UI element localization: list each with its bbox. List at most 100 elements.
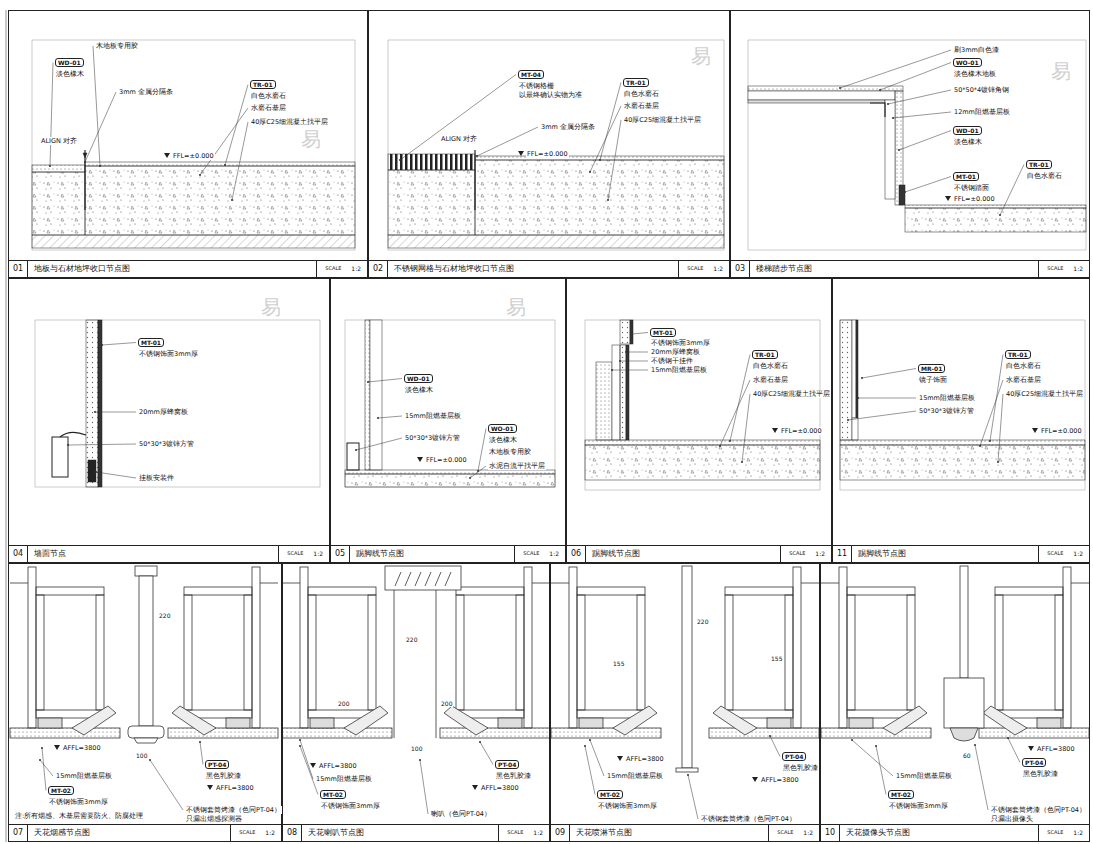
level-mark: FFL=±0.000 bbox=[526, 150, 569, 158]
level-mark: FFL=±0.000 bbox=[172, 152, 215, 160]
level-triangle bbox=[752, 777, 758, 782]
leader-dot bbox=[224, 164, 226, 166]
annotation: 3mm 金属分隔条 bbox=[118, 88, 174, 96]
leader-line bbox=[356, 438, 402, 450]
annotation: 不锈钢饰面3mm厚 bbox=[320, 802, 381, 810]
leader-line bbox=[893, 112, 951, 118]
leader-dot bbox=[625, 351, 627, 353]
leader-dot bbox=[898, 149, 900, 151]
level-triangle bbox=[472, 785, 478, 790]
annotation: 只漏出烟感探测器 bbox=[185, 815, 243, 823]
leader-line bbox=[96, 472, 136, 478]
detail-05-skirting bbox=[345, 320, 555, 487]
detail-title: 墙面节点 bbox=[28, 546, 278, 562]
title-bar: 10天花摄像头节点图SCALE1:2 bbox=[821, 824, 1089, 841]
title-bar: 03楼梯踏步节点图SCALE1:2 bbox=[731, 260, 1089, 277]
annotation: 木地板专用胶 bbox=[95, 42, 139, 50]
material-tag: PT-04 bbox=[495, 760, 519, 769]
detail-number: 07 bbox=[9, 825, 28, 841]
annotation: 黑色乳胶漆 bbox=[205, 772, 242, 780]
leader-line bbox=[880, 63, 951, 91]
leader-dot bbox=[299, 745, 301, 747]
level-mark: AFFL=3800 bbox=[318, 762, 358, 770]
detail-panel: 02不锈钢网格与石材地坪收口节点图SCALE1:2 bbox=[368, 10, 730, 278]
annotation: 不锈钢套筒烤漆（色同PT-04） bbox=[185, 806, 282, 814]
level-mark: AFFL=3800 bbox=[62, 744, 102, 752]
scale-ratio: 1:2 bbox=[815, 546, 831, 562]
annotation: 50*30*3镀锌方管 bbox=[404, 434, 461, 442]
leader-line bbox=[585, 746, 595, 795]
leader-line bbox=[742, 394, 750, 462]
material-tag: WD-01 bbox=[404, 374, 433, 383]
leader-line bbox=[620, 361, 648, 362]
annotation: 淡色橡木 bbox=[953, 138, 983, 146]
annotation: 黑色乳胶漆 bbox=[1022, 770, 1059, 778]
leader-line bbox=[1008, 738, 1020, 763]
detail-01-floor bbox=[32, 40, 355, 250]
scale-ratio: 1:2 bbox=[1073, 546, 1089, 562]
annotation: 水磨石基层 bbox=[752, 376, 789, 384]
detail-number: 01 bbox=[9, 261, 28, 277]
annotation: 不锈钢饰面3mm厚 bbox=[597, 802, 658, 810]
leader-dot bbox=[997, 461, 999, 463]
leader-line bbox=[720, 380, 750, 446]
leader-dot bbox=[847, 419, 849, 421]
title-bar: 08天花喇叭节点图SCALE1:2 bbox=[283, 824, 549, 841]
level-triangle bbox=[54, 745, 60, 750]
level-triangle bbox=[772, 428, 778, 433]
annotation: 白色水磨石 bbox=[623, 90, 660, 98]
annotation: 水泥自流平找平层 bbox=[488, 462, 546, 470]
level-mark: AFFL=3800 bbox=[760, 776, 800, 784]
material-tag: TR-01 bbox=[623, 78, 649, 87]
detail-08-ceiling bbox=[282, 566, 550, 738]
annotation: 只漏出摄像头 bbox=[990, 815, 1034, 823]
annotation: 不锈钢饰面3mm厚 bbox=[888, 802, 949, 810]
detail-07-ceiling bbox=[10, 566, 278, 743]
leader-dot bbox=[999, 214, 1001, 216]
leader-line bbox=[300, 746, 318, 795]
leader-line bbox=[368, 379, 402, 383]
material-tag: TR-01 bbox=[1026, 160, 1052, 169]
detail-number: 06 bbox=[567, 546, 586, 562]
leader-line bbox=[862, 369, 916, 379]
leader-line bbox=[102, 343, 136, 346]
annotation: 15mm阻燃基层板 bbox=[606, 772, 664, 780]
leader-dot bbox=[584, 745, 586, 747]
annotation: 喇叭（色同PT-04） bbox=[430, 810, 492, 818]
leader-line bbox=[730, 355, 750, 442]
leader-dot bbox=[355, 449, 357, 451]
leader-line bbox=[470, 466, 486, 478]
annotation: 白色水磨石 bbox=[250, 92, 287, 100]
scale-ratio: 1:2 bbox=[1073, 825, 1089, 841]
detail-03-stair bbox=[748, 40, 1086, 250]
material-tag: PT-04 bbox=[205, 760, 229, 769]
leader-dot bbox=[231, 199, 233, 201]
material-tag: TR-01 bbox=[752, 350, 778, 359]
level-triangle bbox=[207, 785, 213, 790]
scale-ratio: 1:2 bbox=[351, 261, 367, 277]
detail-number: 08 bbox=[283, 825, 302, 841]
annotation: 40厚C25细混凝土找平层 bbox=[623, 116, 702, 124]
material-tag: MT-01 bbox=[650, 328, 676, 337]
scale-label: SCALE bbox=[768, 825, 803, 841]
level-mark: AFFL=3800 bbox=[625, 755, 665, 763]
title-bar: 01地板与石材地坪收口节点图SCALE1:2 bbox=[9, 260, 367, 277]
leader-line bbox=[980, 380, 1003, 446]
material-tag: MT-02 bbox=[320, 790, 346, 799]
leader-line bbox=[480, 742, 493, 765]
leader-dot bbox=[199, 741, 201, 743]
leader-dot bbox=[95, 471, 97, 473]
scale-ratio: 1:2 bbox=[803, 825, 819, 841]
level-mark: AFFL=3800 bbox=[480, 784, 520, 792]
annotation: 40厚C25细混凝土找平层 bbox=[752, 390, 831, 398]
leader-dot bbox=[979, 445, 981, 447]
leader-line bbox=[612, 370, 648, 371]
annotation: 刷3mm白色漆 bbox=[953, 46, 1000, 54]
level-triangle bbox=[1028, 746, 1034, 751]
scale-ratio: 1:2 bbox=[1073, 261, 1089, 277]
leader-dot bbox=[479, 741, 481, 743]
material-tag: WD-01 bbox=[55, 58, 84, 67]
leader-line bbox=[200, 742, 203, 765]
annotation: 以最终确认实物为准 bbox=[518, 91, 583, 99]
annotation: 15mm阻燃基层板 bbox=[315, 775, 373, 783]
